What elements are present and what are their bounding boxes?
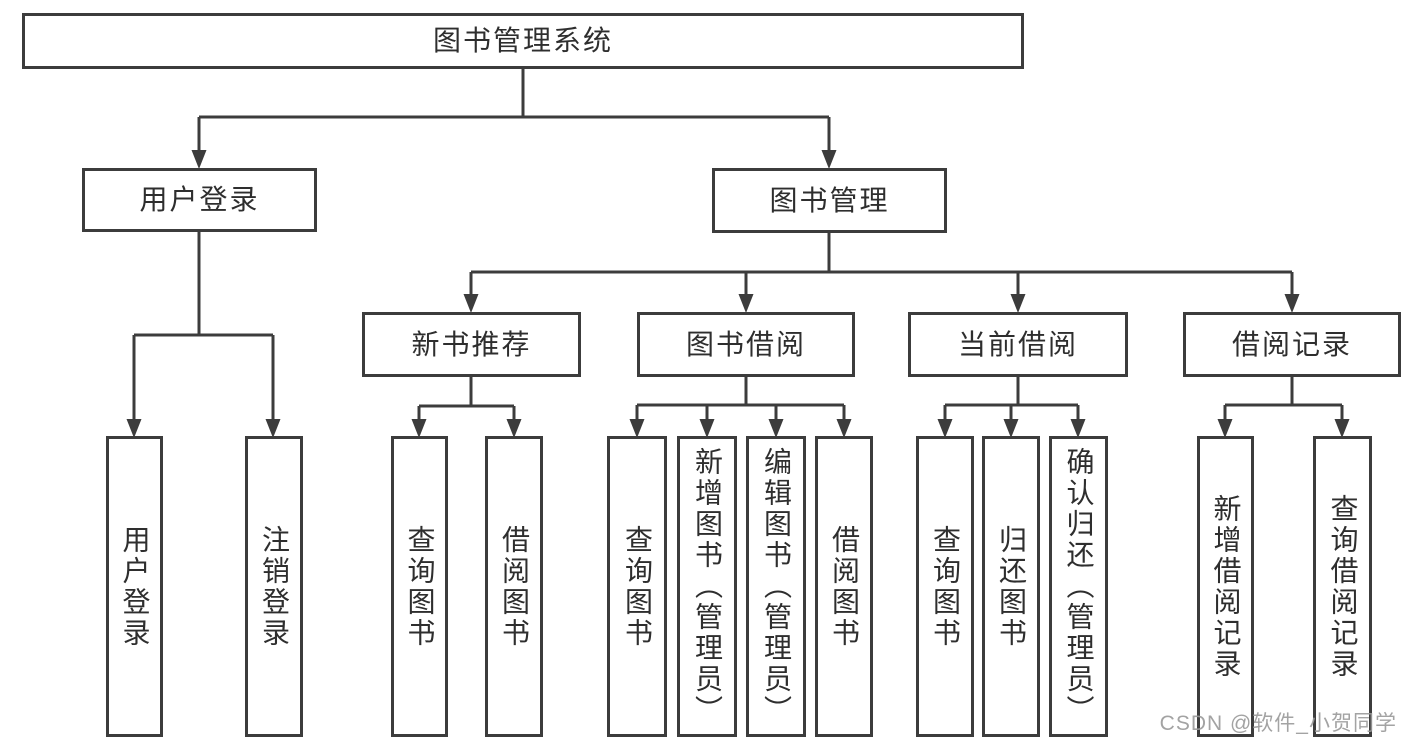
node-leaf-logout: 注销登录 [245, 436, 303, 737]
node-leaf-query-books-recommend: 查询图书 [391, 436, 448, 737]
node-leaf-edit-books-admin: 编辑图书（管理员） [746, 436, 806, 737]
node-leaf-add-books-admin: 新增图书（管理员） [677, 436, 737, 737]
node-leaf-borrow-books-borrowing-label: 借阅图书 [829, 524, 860, 649]
node-leaf-return-books: 归还图书 [982, 436, 1040, 737]
node-leaf-query-books-borrowing-label: 查询图书 [622, 524, 653, 649]
node-current-borrowing: 当前借阅 [908, 312, 1128, 377]
node-user-login-group: 用户登录 [82, 168, 317, 232]
node-leaf-return-books-label: 归还图书 [996, 524, 1027, 649]
node-leaf-user-login: 用户登录 [106, 436, 163, 737]
node-leaf-logout-label: 注销登录 [259, 524, 290, 649]
node-leaf-borrow-books-borrowing: 借阅图书 [815, 436, 873, 737]
node-book-management: 图书管理 [712, 168, 947, 233]
node-leaf-query-borrow-record: 查询借阅记录 [1313, 436, 1372, 737]
node-book-borrowing: 图书借阅 [637, 312, 855, 377]
node-leaf-query-books-recommend-label: 查询图书 [404, 524, 436, 649]
node-leaf-query-books-current-label: 查询图书 [930, 524, 961, 649]
node-leaf-add-books-admin-label: 新增图书（管理员） [692, 447, 723, 726]
node-leaf-edit-books-admin-label: 编辑图书（管理员） [761, 447, 792, 726]
node-leaf-query-books-borrowing: 查询图书 [607, 436, 667, 737]
node-leaf-borrow-books-recommend: 借阅图书 [485, 436, 543, 737]
node-new-book-recommendation: 新书推荐 [362, 312, 581, 377]
node-leaf-query-books-current: 查询图书 [916, 436, 974, 737]
node-leaf-add-borrow-record: 新增借阅记录 [1197, 436, 1254, 737]
node-library-management-system: 图书管理系统 [22, 13, 1024, 69]
node-leaf-user-login-label: 用户登录 [119, 524, 151, 649]
node-leaf-confirm-return-admin: 确认归还（管理员） [1049, 436, 1108, 737]
connector-path [132, 69, 1344, 421]
node-leaf-confirm-return-admin-label: 确认归还（管理员） [1063, 447, 1095, 726]
csdn-watermark: CSDN @软件_小贺同学 [1159, 712, 1397, 735]
node-leaf-add-borrow-record-label: 新增借阅记录 [1210, 493, 1242, 680]
node-borrowing-records: 借阅记录 [1183, 312, 1401, 377]
node-leaf-query-borrow-record-label: 查询借阅记录 [1327, 493, 1359, 680]
node-leaf-borrow-books-recommend-label: 借阅图书 [499, 524, 530, 649]
